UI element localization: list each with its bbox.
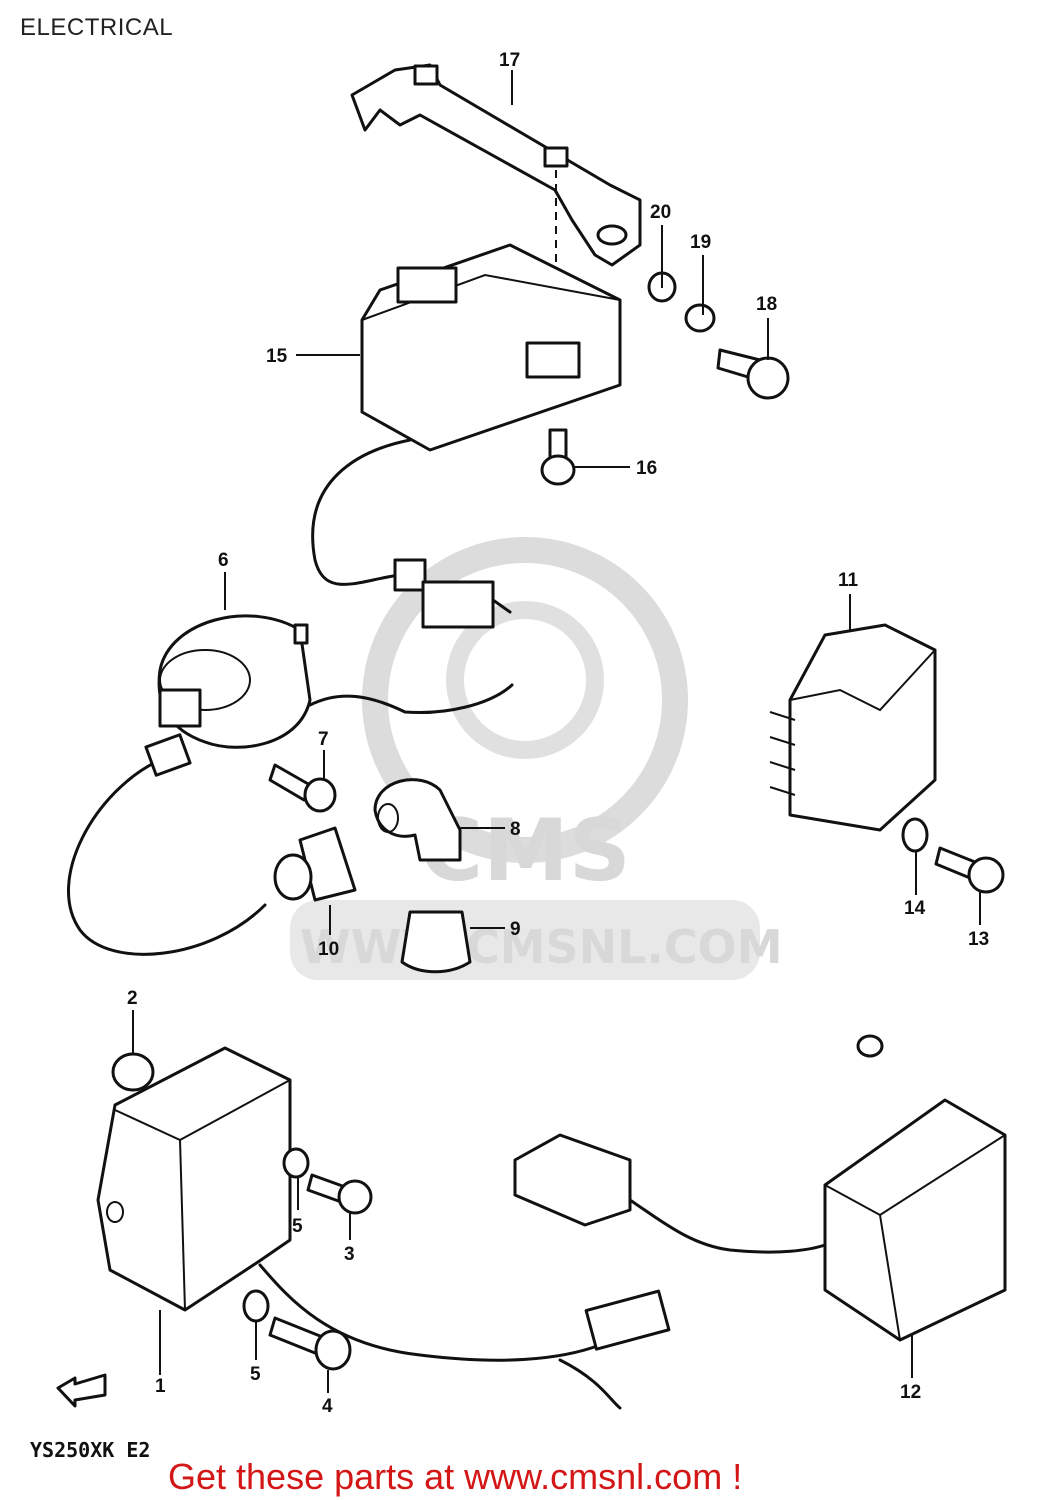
callout-2: 2 <box>127 988 138 1009</box>
callout-1: 1 <box>155 1376 166 1397</box>
part-5-washer-lower <box>242 1289 270 1323</box>
part-10-cap <box>273 826 357 902</box>
part-9-rubber-cap <box>400 910 472 974</box>
part-12-rectifier <box>513 1098 1007 1342</box>
callout-3: 3 <box>344 1244 355 1265</box>
callout-18: 18 <box>756 294 777 315</box>
part-8-plug-cap <box>373 778 462 862</box>
callout-10: 10 <box>318 939 339 960</box>
part-4-screw <box>268 1316 352 1371</box>
grommet-icon <box>856 1034 884 1058</box>
callout-13: 13 <box>968 929 989 950</box>
callout-5-lower: 5 <box>250 1364 261 1385</box>
callout-20: 20 <box>650 202 671 223</box>
part-17-bracket <box>350 63 642 345</box>
part-18-bolt <box>716 348 790 400</box>
callout-numbers: 17 20 19 18 15 16 6 11 7 8 9 10 14 13 2 … <box>127 50 989 1417</box>
callout-16: 16 <box>636 458 657 479</box>
callout-4: 4 <box>322 1396 333 1417</box>
callout-15: 15 <box>266 346 288 367</box>
model-code: YS250XK E2 <box>30 1438 151 1462</box>
part-16-screw <box>540 428 576 486</box>
leader-lines <box>132 70 981 1393</box>
callout-19: 19 <box>690 232 711 253</box>
callout-7: 7 <box>318 729 329 750</box>
part-14-washer <box>901 817 929 853</box>
callout-12: 12 <box>900 1382 921 1403</box>
callout-5-upper: 5 <box>292 1216 303 1237</box>
part-13-bolt <box>934 846 1005 894</box>
callout-17: 17 <box>499 50 520 71</box>
callout-8: 8 <box>510 819 521 840</box>
part-11-regulator <box>769 623 937 832</box>
front-arrow-icon <box>56 1373 107 1408</box>
part-2-grommet <box>111 1052 155 1092</box>
callout-11: 11 <box>838 570 859 591</box>
callout-9: 9 <box>510 919 521 940</box>
part-15-cdi-unit <box>311 243 622 629</box>
watermark-url: WWW.CMSNL.COM <box>300 920 783 974</box>
part-5-washer-upper <box>282 1147 310 1179</box>
part-7-screw <box>268 763 337 813</box>
part-6-ignition-coil <box>67 614 514 956</box>
footer-link[interactable]: Get these parts at www.cmsnl.com ! <box>168 1456 743 1497</box>
part-3-screw <box>306 1173 373 1215</box>
callout-6: 6 <box>218 550 229 571</box>
part-19-washer <box>684 303 716 333</box>
page-title: ELECTRICAL <box>20 14 174 41</box>
part-1-igniter <box>96 1046 671 1410</box>
watermark: CMS WWW.CMSNL.COM <box>290 537 783 980</box>
callout-14: 14 <box>904 898 926 919</box>
